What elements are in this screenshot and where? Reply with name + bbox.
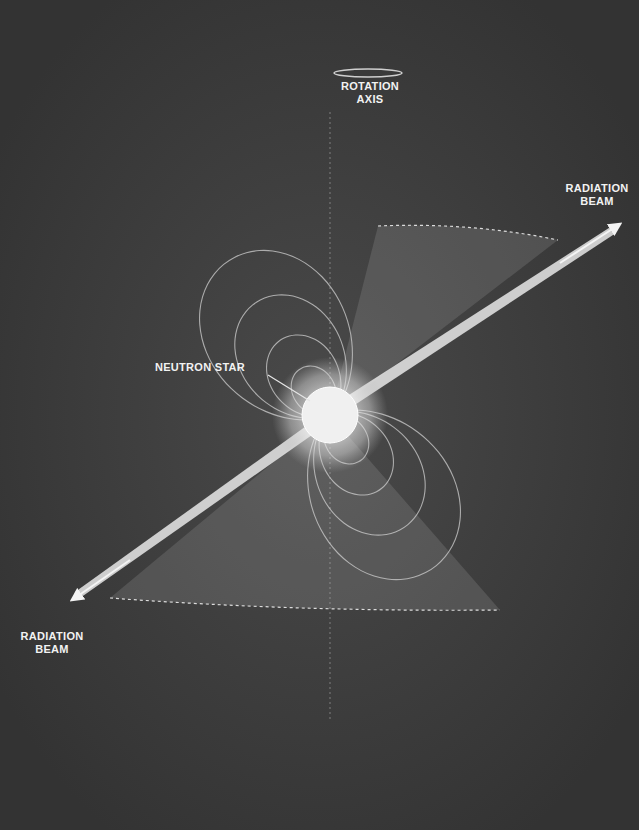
beam-arrow (72, 560, 130, 600)
beam-label: RADIATION BEAM (12, 630, 92, 656)
beam-label: RADIATION BEAM (559, 182, 635, 208)
star-label: NEUTRON STAR (130, 361, 270, 374)
neutron-star (302, 387, 358, 443)
axis-label: ROTATION AXIS (330, 80, 410, 106)
rotation-arrow-ellipse (334, 69, 402, 77)
beam-arrow (560, 224, 620, 263)
magnetic-field-lines (200, 250, 461, 579)
cone-rim (110, 598, 500, 610)
star-glow (272, 357, 388, 473)
leader-line (268, 375, 310, 401)
cone-rim (378, 225, 558, 240)
